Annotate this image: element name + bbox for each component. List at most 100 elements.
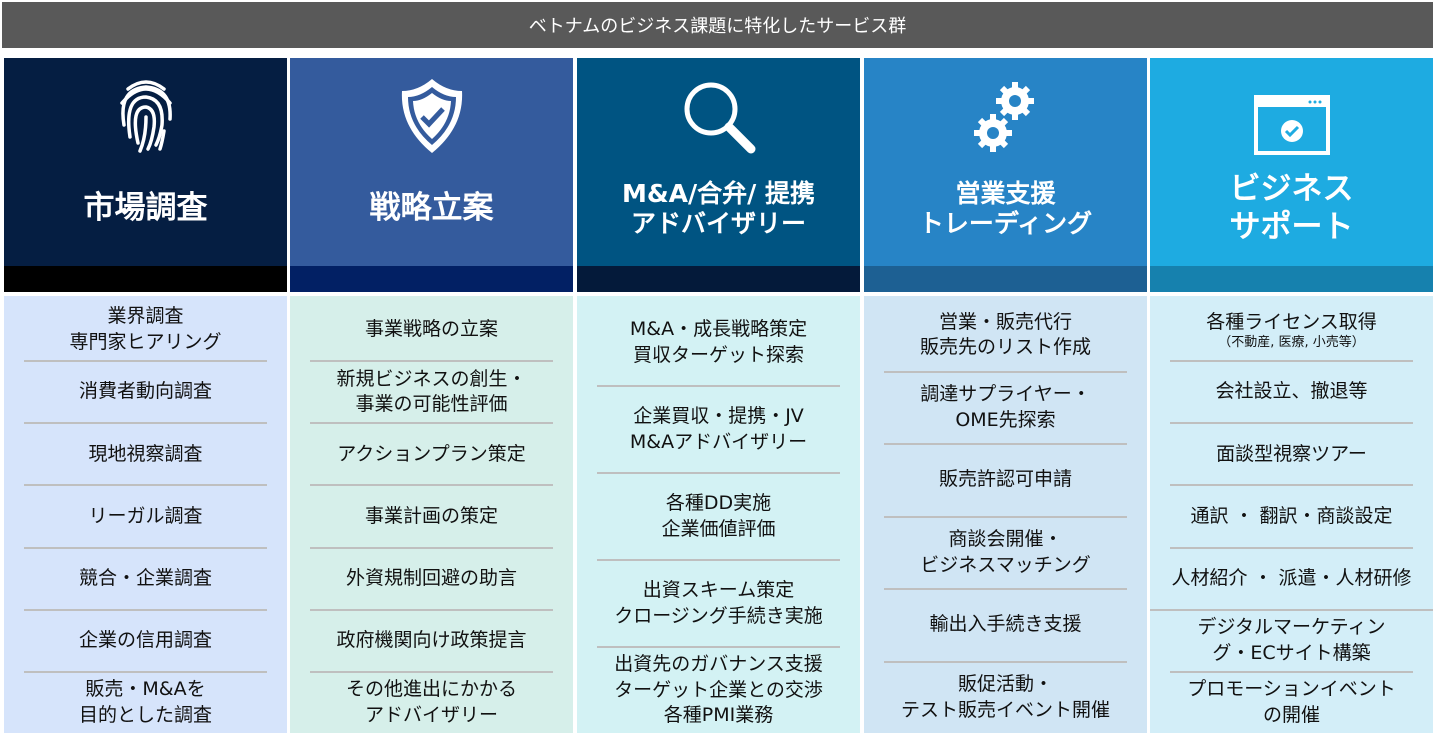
service-item-line: 各種ライセンス取得: [1206, 311, 1377, 334]
magnifier-icon: [681, 58, 757, 163]
service-item-line: 調達サプライヤー・: [920, 383, 1091, 406]
service-list: 業界調査専門家ヒアリング消費者動向調査現地視察調査リーガル調査競合・企業調査企業…: [4, 296, 287, 733]
column-title-line: 戦略立案: [369, 189, 494, 226]
column-title: M&A/合弁/ 提携アドバイザリー: [622, 163, 815, 266]
service-item-line: アドバイザリー: [364, 703, 498, 726]
page-title: ベトナムのビジネス課題に特化したサービス群: [2, 2, 1433, 48]
service-item-line: その他進出にかかる: [345, 678, 517, 701]
service-item: 各種DD実施企業価値評価: [597, 474, 840, 561]
service-item: 現地視察調査: [24, 424, 267, 487]
service-item: 人材紹介 ・ 派遣・人材研修: [1150, 549, 1433, 611]
service-item-line: 販売先のリスト作成: [919, 336, 1091, 359]
column-header: 営業支援トレーディング: [864, 58, 1147, 266]
service-item-line: 政府機関向け政策提言: [336, 628, 527, 651]
service-item: 出資先のガバナンス支援ターゲット企業との交渉各種PMI業務: [597, 648, 840, 733]
service-item: 営業・販売代行販売先のリスト作成: [884, 300, 1127, 373]
service-item-line: 業界調査: [107, 305, 184, 328]
column-header: M&A/合弁/ 提携アドバイザリー: [577, 58, 860, 266]
service-item: 面談型視察ツアー: [1170, 424, 1413, 487]
service-item: 消費者動向調査: [24, 362, 267, 425]
fingerprint-icon: [116, 58, 176, 163]
service-item-line: クロージング手続き実施: [614, 604, 823, 627]
column-business-support: ビジネスサポート各種ライセンス取得（不動産, 医療, 小売等） 会社設立、撤退等面…: [1150, 58, 1433, 733]
column-header: 戦略立案: [290, 58, 573, 266]
column-title-line: トレーディング: [918, 208, 1093, 238]
service-item-line: プロモーションイベント: [1187, 678, 1396, 701]
column-title-line: 営業支援: [955, 178, 1056, 208]
header-band: [864, 266, 1147, 292]
service-item: アクションプラン策定: [310, 424, 553, 487]
service-item: 新規ビジネスの創生・事業の可能性評価: [310, 362, 553, 425]
service-item-line: 事業の可能性評価: [355, 393, 508, 416]
column-sales-support: 営業支援トレーディング営業・販売代行販売先のリスト作成調達サプライヤー・OME先…: [864, 58, 1147, 733]
service-list: 事業戦略の立案新規ビジネスの創生・事業の可能性評価アクションプラン策定事業計画の…: [290, 296, 573, 733]
service-item-line: 外資規制回避の助言: [345, 566, 517, 589]
service-item-line: 各種PMI業務: [663, 704, 774, 727]
service-item-line: 商談会開催・: [948, 528, 1063, 551]
service-item-line: 競合・企業調査: [78, 566, 212, 589]
column-title-line: アドバイザリー: [630, 208, 806, 238]
service-item: 会社設立、撤退等: [1170, 362, 1413, 425]
service-item-line: 事業計画の策定: [364, 504, 498, 527]
service-item: 調達サプライヤー・OME先探索: [884, 373, 1127, 445]
column-title: 戦略立案: [370, 163, 494, 266]
column-ma-advisory: M&A/合弁/ 提携アドバイザリー M&A・成長戦略策定買収ターゲット探索企業買収…: [577, 58, 860, 733]
service-item: 業界調査専門家ヒアリング: [24, 300, 267, 363]
service-item-line: 企業の信用調査: [78, 628, 212, 651]
service-item: プロモーションイベントの開催: [1170, 673, 1413, 733]
service-item-line: 専門家ヒアリング: [69, 331, 222, 354]
column-market-research: 市場調査業界調査専門家ヒアリング消費者動向調査現地視察調査リーガル調査競合・企業…: [4, 58, 287, 733]
column-strategy: 戦略立案事業戦略の立案新規ビジネスの創生・事業の可能性評価アクションプラン策定事…: [290, 58, 573, 733]
service-item-line: 会社設立、撤退等: [1215, 380, 1368, 403]
service-item-line: 消費者動向調査: [78, 380, 212, 403]
service-item: その他進出にかかるアドバイザリー: [310, 673, 553, 733]
header-band: [290, 266, 573, 292]
service-item-line: グ・ECサイト構築: [1212, 641, 1371, 664]
service-item-line: OME先探索: [955, 408, 1056, 431]
column-title-line: ビジネス: [1229, 171, 1354, 208]
service-item-line: テスト販売イベント開催: [900, 698, 1110, 721]
service-item-line: M&Aアドバイザリー: [629, 430, 808, 453]
service-item-line: リーガル調査: [88, 504, 203, 527]
service-item-line: ビジネスマッチング: [920, 553, 1091, 576]
header-band: [577, 266, 860, 292]
service-item: 出資スキーム策定クロージング手続き実施: [597, 561, 840, 648]
service-item-line: 営業・販売代行: [938, 310, 1072, 333]
column-title-line: 市場調査: [83, 189, 208, 226]
service-item: 企業の信用調査: [24, 611, 267, 673]
column-title: 営業支援トレーディング: [919, 163, 1092, 266]
service-list: 各種ライセンス取得（不動産, 医療, 小売等） 会社設立、撤退等面談型視察ツアー通…: [1150, 296, 1433, 733]
service-item-line: 販売・M&Aを: [85, 678, 206, 701]
service-item: 通訳 ・ 翻訳・商談設定: [1170, 486, 1413, 549]
service-item-line: 面談型視察ツアー: [1216, 442, 1367, 465]
service-list: 営業・販売代行販売先のリスト作成調達サプライヤー・OME先探索販売許認可申請商談…: [864, 296, 1147, 733]
service-item-line: 出資先のガバナンス支援: [614, 653, 823, 676]
service-item: 事業計画の策定: [310, 486, 553, 549]
service-item-line: 現地視察調査: [88, 442, 203, 465]
column-title: 市場調査: [84, 163, 208, 266]
service-item-line: ターゲット企業との交渉: [614, 678, 823, 701]
service-item: 販促活動・テスト販売イベント開催: [884, 663, 1127, 733]
column-header: ビジネスサポート: [1150, 58, 1433, 266]
service-item-line: 人材紹介 ・ 派遣・人材研修: [1171, 566, 1412, 589]
service-item: M&A・成長戦略策定買収ターゲット探索: [597, 300, 840, 387]
service-item-line: 出資スキーム策定: [642, 578, 795, 601]
service-item: 外資規制回避の助言: [310, 549, 553, 611]
service-item: 各種ライセンス取得（不動産, 医療, 小売等）: [1170, 300, 1413, 363]
service-item: 商談会開催・ビジネスマッチング: [884, 518, 1127, 590]
service-item-line: 各種DD実施: [665, 491, 772, 514]
service-item-line: 企業買収・提携・JV: [633, 404, 804, 427]
service-item: 競合・企業調査: [24, 549, 267, 611]
service-item: 販売許認可申請: [884, 445, 1127, 518]
service-item-line: 通訳 ・ 翻訳・商談設定: [1190, 504, 1393, 527]
header-band: [4, 266, 287, 292]
service-item: 輸出入手続き支援: [884, 590, 1127, 663]
service-item: 販売・M&Aを目的とした調査: [24, 673, 267, 733]
service-item: デジタルマーケティング・ECサイト構築: [1170, 611, 1413, 673]
service-item-line: 輸出入手続き支援: [929, 613, 1082, 636]
shield-check-icon: [400, 58, 464, 163]
service-item-line: アクションプラン策定: [337, 442, 526, 465]
service-item-line: 販促活動・: [957, 673, 1053, 696]
service-item-line: 事業戦略の立案: [364, 318, 498, 341]
